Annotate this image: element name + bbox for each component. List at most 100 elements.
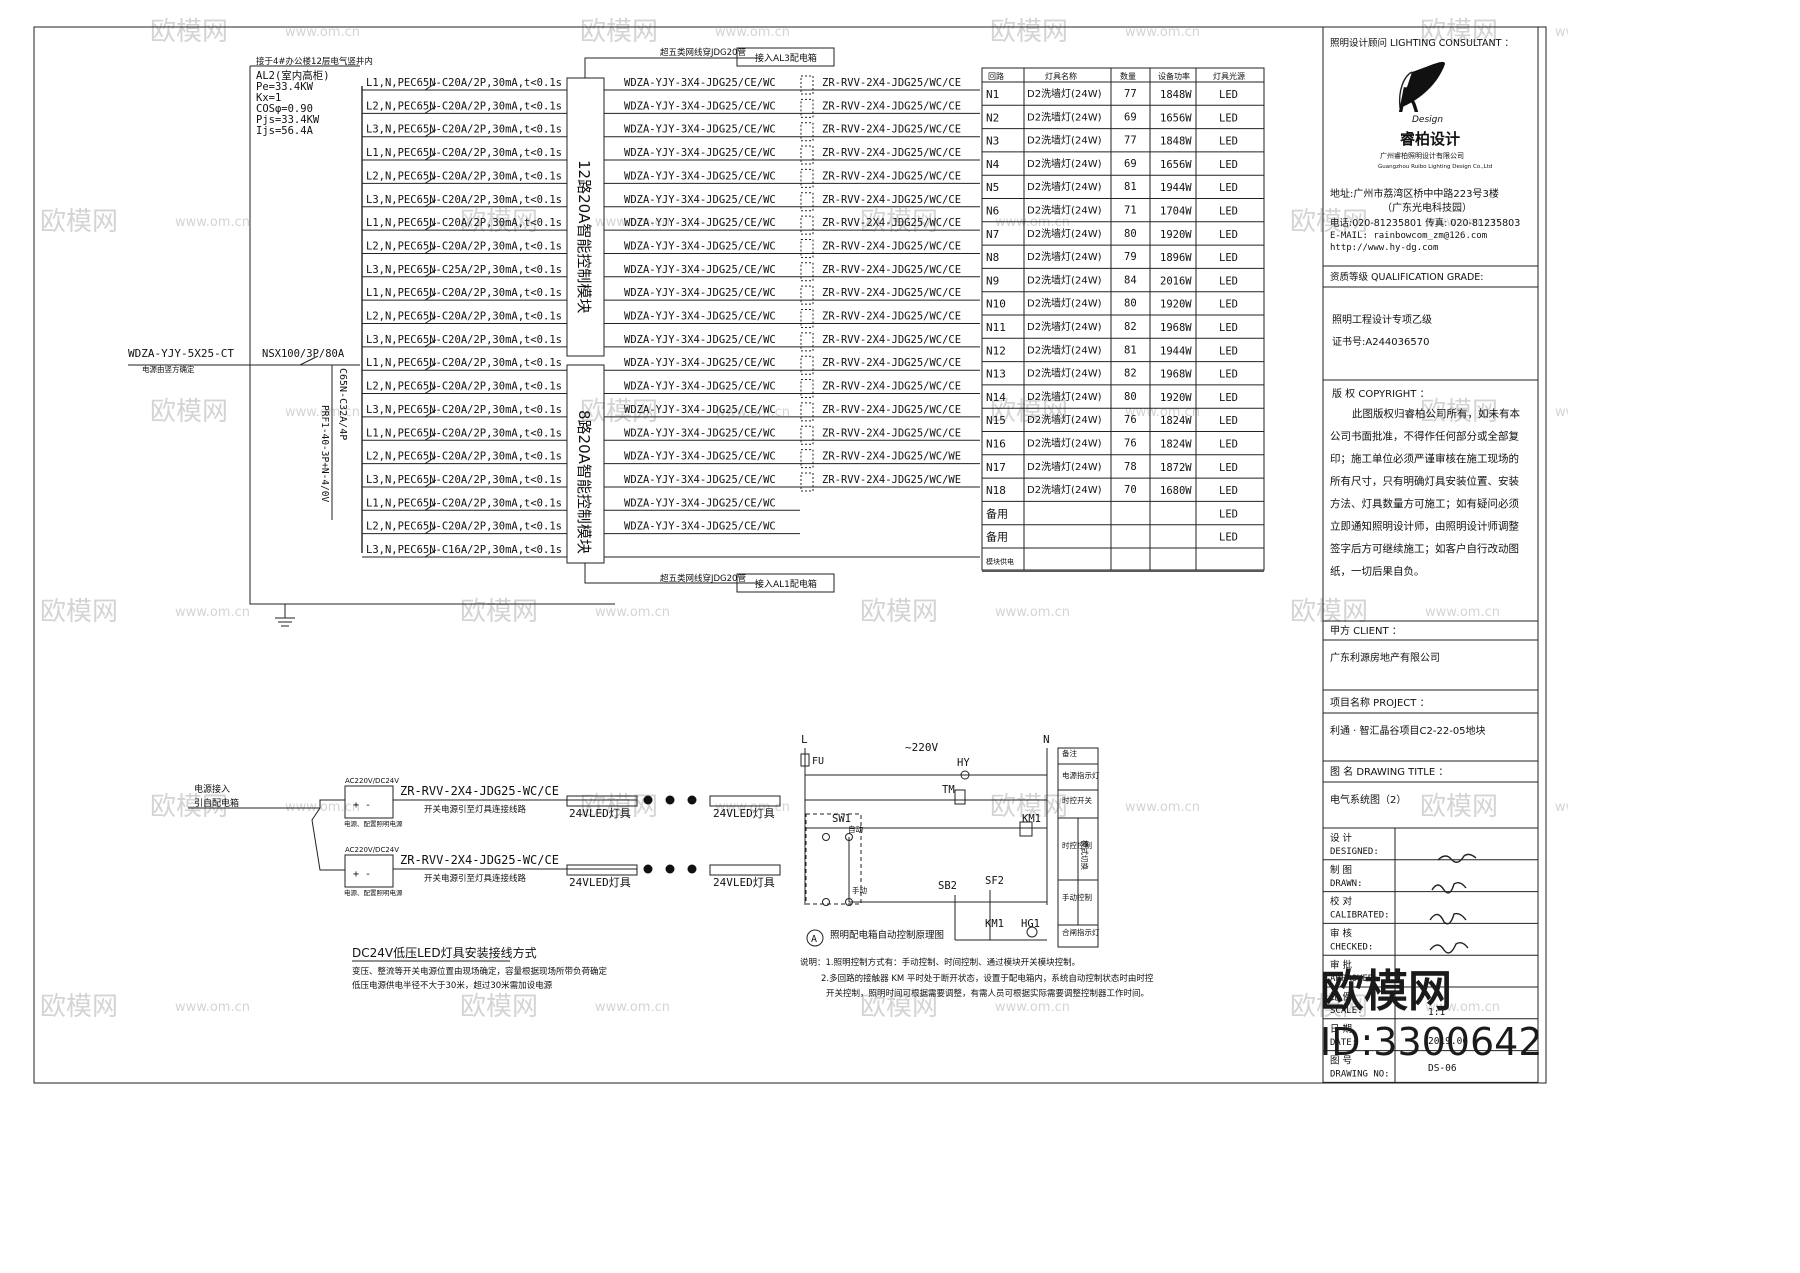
circuit-cable: WDZA-YJY-3X4-JDG25/CE/WC [624,357,776,369]
panel-param: Pjs=33.4KW [256,114,320,126]
table-fixture: D2洗墙灯(24W) [1027,273,1102,286]
watermark-url: www.om.cn [285,405,360,420]
circuit-cable: WDZA-YJY-3X4-JDG25/CE/WC [624,497,776,509]
title-block-row-cn: 设 计 [1330,832,1353,844]
watermark-text: 欧模网 [580,397,658,427]
table-qty: 80 [1124,298,1137,310]
table-source: LED [1219,345,1238,357]
circuit-branch-cable: ZR-RVV-2X4-JDG25/WC/CE [822,264,961,276]
dc-note-1: 变压、整流等开关电源位置由现场确定，容量根据现场所带负荷确定 [352,966,608,977]
table-power: 1968W [1160,369,1192,381]
dc-cable-note-1: 开关电源引至灯具连接线路 [424,804,527,815]
table-source: LED [1219,136,1238,148]
address: 地址:广州市荔湾区桥中中路223号3楼 [1330,187,1499,200]
table-qty: 82 [1124,321,1137,333]
title-block-row-en: SCALE: [1330,1006,1363,1016]
table-circuit-no: N2 [986,111,999,124]
drawing-title: 电气系统图（2） [1330,793,1406,806]
table-power: 1968W [1160,322,1192,334]
panel-header-note: 接于4#办公楼12层电气竖井内 [256,56,373,67]
circuit-row: L3,N,PEC65N-C16A/2P,30mA,t<0.1s 模块供电 [362,544,1264,572]
title-block-row-cn: 制 图 [1330,864,1352,876]
watermark-text: 欧模网 [990,397,1068,427]
circuit-breaker: L3,N,PEC65N-C20A/2P,30mA,t<0.1s [366,194,562,206]
watermark-text: 欧模网 [1420,792,1498,822]
watermark-url: www.om.cn [595,1000,670,1015]
table-fixture: D2洗墙灯(24W) [1027,134,1102,147]
circuit-branch-cable: ZR-RVV-2X4-JDG25/WC/CE [822,217,961,229]
logo-letter: R [1398,81,1422,121]
table-header-fixture: 灯具名称 [1045,71,1077,81]
table-qty: 71 [1124,205,1137,217]
svg-text:+ -: + - [353,800,371,811]
table-fixture: D2洗墙灯(24W) [1027,390,1102,403]
copyright-line: 立即通知照明设计师，由照明设计师调整 [1330,520,1519,533]
circuit-branch-cable: ZR-RVV-2X4-JDG25/WC/CE [822,357,961,369]
copyright-line: 此图版权归睿柏公司所有，如未有本 [1352,407,1520,420]
circuit-cable: WDZA-YJY-3X4-JDG25/CE/WC [624,334,776,346]
control-module-top-label: 12路20A智能控制模块 [575,160,593,313]
circuit-cable: WDZA-YJY-3X4-JDG25/CE/WC [624,381,776,393]
table-power: 1872W [1160,462,1192,474]
circuit-cable: WDZA-YJY-3X4-JDG25/CE/WC [624,264,776,276]
watermark-url: www.om.cn [285,800,360,815]
watermark-url: www.om.cn [995,605,1070,620]
table-circuit-no: N16 [986,438,1006,451]
table-circuit-no: N3 [986,135,999,148]
ctrl-HY: HY [957,757,970,769]
copyright-text: 此图版权归睿柏公司所有，如未有本公司书面批准，不得作任何部分或全部复印；施工单位… [1330,407,1520,578]
circuit-branch-cable: ZR-RVV-2X4-JDG25/WC/CE [822,287,961,299]
company-name-small: 广州睿柏照明设计有限公司 [1380,151,1464,160]
circuit-breaker: L3,N,PEC65N-C16A/2P,30mA,t<0.1s [366,544,562,556]
circuit-breaker: L3,N,PEC65N-C20A/2P,30mA,t<0.1s [366,124,562,136]
table-power: 1704W [1160,206,1192,218]
circuit-cable: WDZA-YJY-3X4-JDG25/CE/WC [624,124,776,136]
watermark-text: 欧模网 [460,597,538,627]
ctrl-FU: FU [812,756,824,767]
legend-item: 模式切换 [1080,840,1090,870]
watermark-url: www.om.cn [175,215,250,230]
circuit-branch-cable: ZR-RVV-2X4-JDG25/WC/CE [822,147,961,159]
title-block-row-en: CALIBRATED: [1330,911,1390,921]
copyright-line: 方法、灯具数量方可施工；如有疑问必须 [1330,497,1519,510]
title-block-row-cn: 校 对 [1330,896,1353,908]
client-name: 广东利源房地产有限公司 [1330,651,1440,664]
panel-param: Ijs=56.4A [256,125,314,137]
company-name: 睿柏设计 [1400,130,1460,148]
copyright-line: 所有尺寸，只有明确灯具安装位置、安装 [1330,475,1519,488]
table-source: LED [1219,322,1238,334]
watermark-text: 欧模网 [40,207,118,237]
table-qty: 82 [1124,368,1137,380]
circuit-schedule-table: 回路 灯具名称 数量 设备功率 灯具光源 [981,67,1265,571]
ctrl-auto: 自动 [848,824,863,834]
project-label: 项目名称 PROJECT ： [1330,696,1430,709]
table-source: LED [1219,229,1238,241]
table-circuit-no: 模块供电 [986,557,1014,566]
table-power: 1848W [1160,89,1192,101]
ctrl-title: 照明配电箱自动控制原理图 [830,929,944,941]
circuit-branch-cable: ZR-RVV-2X4-JDG25/WC/CE [822,381,961,393]
table-source: LED [1219,392,1238,404]
watermark-text: 欧模网 [990,792,1068,822]
table-header-circuit: 回路 [988,71,1004,81]
table-circuit-no: N17 [986,461,1006,474]
watermark-text: 欧模网 [150,17,228,47]
panel-param: AL2(室内高柜) [256,69,330,82]
table-source: LED [1219,485,1238,497]
circuit-branch-cable: ZR-RVV-2X4-JDG25/WC/CE [822,100,961,112]
legend-item: 手动控制 [1062,892,1092,902]
watermark-text: 欧模网 [150,792,228,822]
dc-driver-label-2: AC220V/DC24V [345,846,399,854]
dc-fixture-2b: 24VLED灯具 [713,876,775,889]
email: E-MAIL: rainbowcom_zm@126.com [1330,231,1487,241]
watermark-text: 欧模网 [150,397,228,427]
table-circuit-no: 备用 [986,506,1008,520]
bottom-link-box: 接入AL1配电箱 [755,578,817,590]
table-circuit-no: N4 [986,158,1000,171]
dc-fixture-1a: 24VLED灯具 [569,807,631,820]
circuit-cable: WDZA-YJY-3X4-JDG25/CE/WC [624,474,776,486]
